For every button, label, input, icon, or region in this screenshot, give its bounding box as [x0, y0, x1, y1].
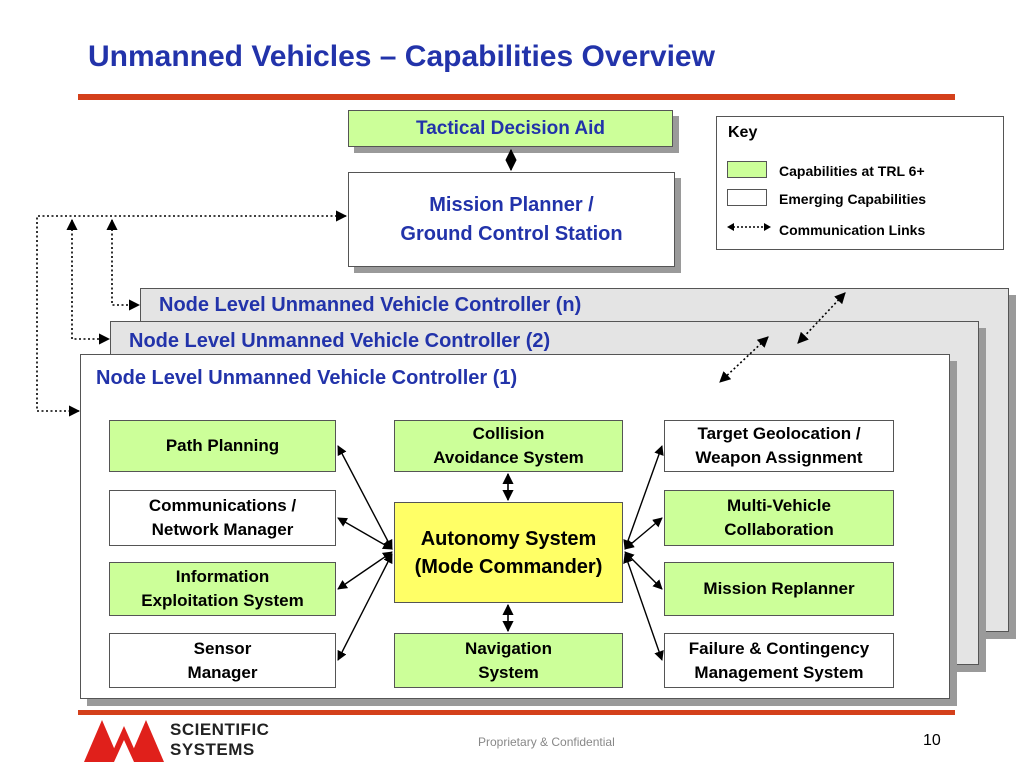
key-label-links: Communication Links: [779, 222, 926, 238]
key-label-trl: Capabilities at TRL 6+: [779, 163, 925, 179]
collision-avoidance-label: Collision Avoidance System: [433, 424, 584, 467]
link-multi-vehicle: [624, 517, 663, 550]
communications-manager-label: Communications / Network Manager: [148, 496, 297, 539]
path-planning-label: Path Planning: [165, 436, 280, 455]
tactical-decision-aid-box: Tactical Decision Aid: [348, 110, 673, 147]
target-geolocation-label: Target Geolocation / Weapon Assignment: [695, 424, 863, 467]
information-exploitation-box: Information Exploitation System: [109, 562, 336, 616]
autonomy-system-label: Autonomy System (Mode Commander): [414, 527, 603, 578]
slide-title: Unmanned Vehicles – Capabilities Overvie…: [88, 40, 715, 73]
link-failure: [623, 553, 664, 661]
link-sensor: [337, 553, 393, 661]
key-green-swatch: [727, 161, 767, 178]
mission-replanner-label: Mission Replanner: [703, 579, 855, 598]
comm-link-controller-2: [66, 218, 111, 345]
key-white-swatch: [727, 189, 767, 206]
information-exploitation-label: Information Exploitation System: [141, 567, 304, 610]
collision-avoidance-box: Collision Avoidance System: [394, 420, 623, 472]
failure-contingency-box: Failure & Contingency Management System: [664, 633, 894, 688]
navigation-system-box: Navigation System: [394, 633, 623, 688]
multi-vehicle-collaboration-box: Multi-Vehicle Collaboration: [664, 490, 894, 546]
comm-link-n-to-2: [797, 292, 846, 344]
path-planning-box: Path Planning: [109, 420, 336, 472]
failure-contingency-label: Failure & Contingency Management System: [688, 638, 870, 682]
key-label-emerging: Emerging Capabilities: [779, 191, 927, 207]
key-title: Key: [728, 124, 758, 141]
sensor-manager-box: Sensor Manager: [109, 633, 336, 688]
page-number: 10: [923, 732, 941, 749]
confidential-notice: Proprietary & Confidential: [478, 735, 615, 749]
tactical-decision-aid-label: Tactical Decision Aid: [416, 117, 605, 139]
multi-vehicle-collaboration-label: Multi-Vehicle Collaboration: [724, 496, 834, 539]
company-logo-icon: [84, 720, 164, 762]
mission-replanner-box: Mission Replanner: [664, 562, 894, 616]
comm-link-2-to-1: [719, 336, 769, 383]
communications-manager-box: Communications / Network Manager: [109, 490, 336, 546]
link-communications: [337, 517, 393, 550]
footer-rule: [78, 710, 955, 715]
key-legend: Key Capabilities at TRL 6+ Emerging Capa…: [716, 116, 1004, 250]
comm-link-controller-1: [36, 210, 348, 417]
autonomy-system-box: Autonomy System (Mode Commander): [394, 502, 623, 603]
target-geolocation-box: Target Geolocation / Weapon Assignment: [664, 420, 894, 472]
sensor-manager-label: Sensor Manager: [187, 638, 258, 682]
mission-planner-box: Mission Planner / Ground Control Station: [348, 172, 675, 267]
navigation-system-label: Navigation System: [465, 638, 552, 682]
company-logo-text: SCIENTIFIC SYSTEMS: [170, 720, 270, 759]
mission-planner-label: Mission Planner / Ground Control Station: [400, 193, 623, 245]
title-rule: [78, 94, 955, 100]
key-link-arrow-icon: [727, 223, 771, 231]
comm-link-controller-n: [106, 218, 141, 311]
